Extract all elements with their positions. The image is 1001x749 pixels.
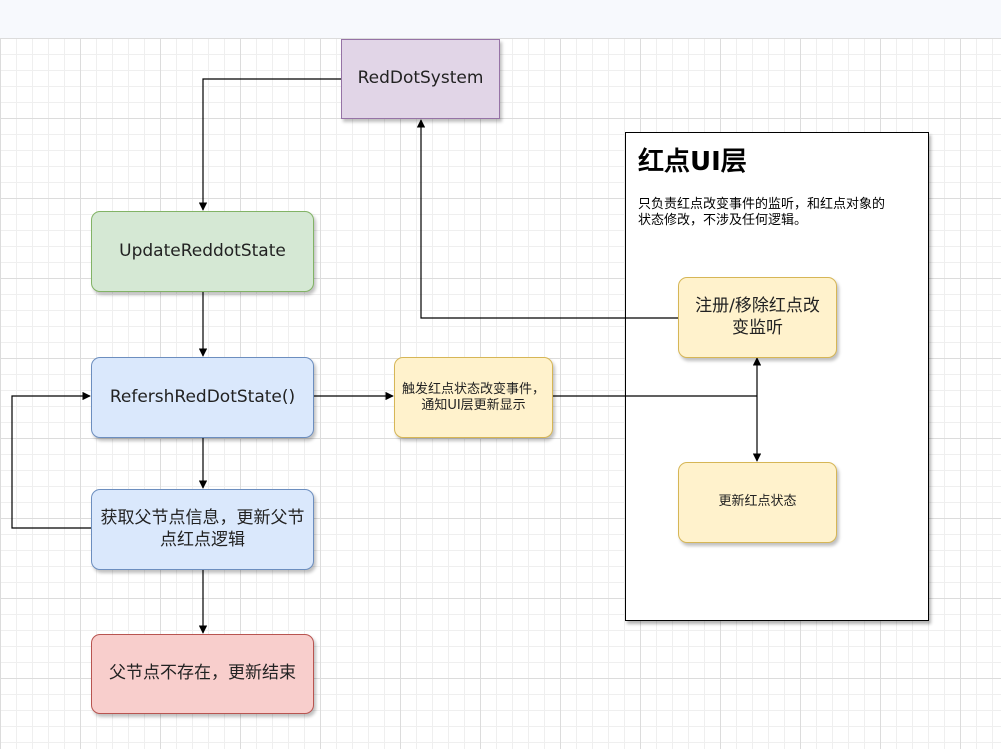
red-dot-system-node[interactable]: RedDotSystem [341, 39, 500, 119]
update-reddot-state-node[interactable]: UpdateReddotState [91, 211, 314, 292]
get-parent-info-node[interactable]: 获取父节点信息，更新父节点红点逻辑 [91, 489, 314, 570]
refresh-red-dot-state-node[interactable]: RefershRedDotState() [91, 357, 314, 438]
container-description: 只负责红点改变事件的监听，和红点对象的状态修改，不涉及任何逻辑。 [638, 197, 886, 228]
parent-not-exist-node[interactable]: 父节点不存在，更新结束 [91, 634, 314, 714]
container-title: 红点UI层 [638, 147, 747, 177]
register-listener-node[interactable]: 注册/移除红点改变监听 [678, 277, 837, 358]
trigger-event-node[interactable]: 触发红点状态改变事件，通知UI层更新显示 [394, 357, 553, 438]
update-red-dot-status-node[interactable]: 更新红点状态 [678, 462, 837, 543]
red-dot-ui-layer-container[interactable]: 红点UI层 只负责红点改变事件的监听，和红点对象的状态修改，不涉及任何逻辑。 [625, 132, 929, 621]
top-strip [0, 0, 1001, 38]
